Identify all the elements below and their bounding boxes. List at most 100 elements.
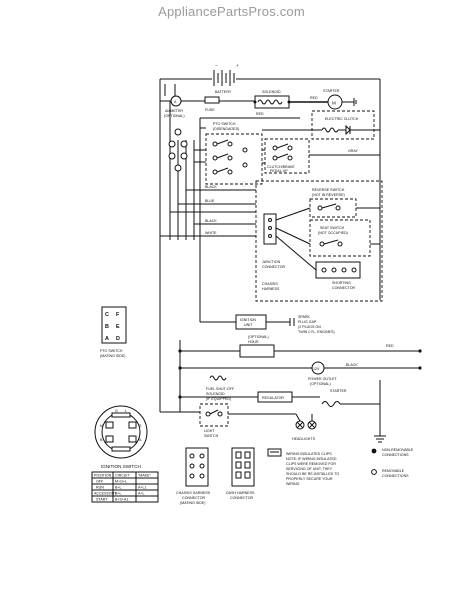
pto-pin-a: A xyxy=(105,336,109,342)
wire-label-red-2: RED xyxy=(310,96,318,100)
pto-switch: PTO SWITCH (DISENGAGED) xyxy=(205,122,263,185)
ign-table-cell: M+G+L xyxy=(115,480,127,484)
wire-label-black: BLACK xyxy=(205,185,217,189)
note-line: SHOULD BE RE-INSTALLED TO xyxy=(286,472,339,476)
ignition-unit-label-2: UNIT xyxy=(244,323,253,327)
light-switch-label: LIGHT xyxy=(204,429,215,433)
starter-lower-label: STARTER xyxy=(330,389,347,393)
fuel-solenoid-label: FUEL SHUT-OFF xyxy=(206,387,235,391)
ign-table-cell: START xyxy=(96,498,108,502)
shorting-label: SHORTING xyxy=(332,281,351,285)
ignition-switch-caption: IGNITION SWITCH xyxy=(101,464,141,469)
wire-label-black-3: BLACK xyxy=(346,363,358,367)
dash-harness-connector: DASH HARNESS CONNECTOR xyxy=(226,447,255,500)
starter: STARTER M xyxy=(289,89,357,110)
battery-plus-label: + xyxy=(236,63,239,68)
battery-label: BATTERY xyxy=(215,90,232,94)
solenoid: SOLENOID xyxy=(253,90,291,109)
starter-label: STARTER xyxy=(323,89,340,93)
ign-table-cell: A+L1 xyxy=(138,486,147,490)
fuse: FUSE xyxy=(204,96,220,112)
electric-clutch-label: ELECTRIC CLUTCH xyxy=(325,117,359,121)
spark-label-4: TWIN CYL. ENGINES) xyxy=(298,330,335,334)
ammeter-optional-label: (OPTIONAL) xyxy=(164,114,185,118)
note-line: SERVICING OF UNIT, THEY xyxy=(286,467,333,471)
ign-terminal-l: L xyxy=(125,409,127,413)
note-line: WIRING INSULATED CLIPS xyxy=(286,452,332,456)
headlights: HEADLIGHTS xyxy=(292,413,317,441)
ignition-unit: IGNITION UNIT SPARK PLUG GAP (2 PLUGS ON… xyxy=(235,314,335,334)
solenoid-label: SOLENOID xyxy=(262,90,281,94)
chassis-connector-caption-3: (MATING SIDE) xyxy=(180,501,206,505)
pto-pin-b: B xyxy=(105,324,109,330)
chassis-label: CHASSIS xyxy=(262,282,278,286)
ign-table-cell: A+L xyxy=(138,492,145,496)
chassis-connector-caption: CHASSIS HARNESS xyxy=(176,491,211,495)
power-outlet-optional-label: (OPTIONAL) xyxy=(310,382,331,386)
dash-connector-caption-2: CONNECTOR xyxy=(230,496,253,500)
ign-terminal-b: B xyxy=(100,438,103,442)
legend: NON-REMOVABLE CONNECTIONS REMOVABLE CONN… xyxy=(371,448,414,478)
hour-meter-optional-label: (OPTIONAL) xyxy=(248,335,269,339)
ignition-table: POSITION CIRCUIT "MAKE" OFF M+G+L RUN B+… xyxy=(91,471,159,503)
power-outlet: 12V POWER OUTLET (OPTIONAL) BLACK xyxy=(180,361,360,386)
wire-label-blue: BLUE xyxy=(205,199,215,203)
battery-minus-label: − xyxy=(215,63,218,68)
pto-caption-2: (MATING SIDE) xyxy=(100,354,126,358)
junction-label-2: CONNECTOR xyxy=(262,265,285,269)
ign-terminal-s: S xyxy=(139,424,142,428)
starter-lower: STARTER xyxy=(321,380,381,430)
fuel-solenoid-label-3: (IF EQUIPPED) xyxy=(206,397,231,401)
ign-table-cell: OFF xyxy=(96,480,104,484)
seat-switch-state-label: (NOT OCCUPIED) xyxy=(318,231,348,235)
wire-label-red: RED xyxy=(256,112,264,116)
power-outlet-label: POWER OUTLET xyxy=(308,377,338,381)
headlights-label: HEADLIGHTS xyxy=(292,437,316,441)
clutch-brake-label: CLUTCH/BRAKE xyxy=(267,165,295,169)
ign-terminal-g: G xyxy=(115,409,118,413)
ign-table-header-circuit: CIRCUIT xyxy=(115,474,130,478)
spark-label: SPARK xyxy=(298,315,311,319)
clutch-brake-label-2: PEDAL UP xyxy=(270,169,288,173)
light-switch: LIGHT SWITCH xyxy=(199,403,296,438)
voltage-symbol: 12V xyxy=(313,367,320,371)
spark-label-3: (2 PLUGS ON xyxy=(298,325,321,329)
wire-label-gray: GRAY xyxy=(348,149,359,153)
pto-pin-d: D xyxy=(116,336,120,342)
pto-switch-label: PTO SWITCH xyxy=(213,122,236,126)
ign-table-header-position: POSITION xyxy=(94,474,112,478)
pto-pin-f: F xyxy=(116,312,120,318)
chassis-connector-caption-2: CONNECTOR xyxy=(182,496,205,500)
reverse-switch-label: REVERSE SWITCH xyxy=(312,188,345,192)
clutch-brake-switch: CLUTCH/BRAKE PEDAL UP xyxy=(264,138,310,174)
watermark: AppliancePartsPros.com xyxy=(158,4,305,19)
chassis-harness-area: REVERSE SWITCH (NOT IN REVERSE) SEAT SWI… xyxy=(255,180,383,302)
ground-symbol xyxy=(374,430,386,443)
chassis-label-2: HARNESS xyxy=(262,287,280,291)
fuel-solenoid: FUEL SHUT-OFF SOLENOID (IF EQUIPPED) xyxy=(206,375,235,401)
shorting-label-2: CONNECTOR xyxy=(332,286,355,290)
spark-label-2: PLUG GAP xyxy=(298,320,317,324)
pto-caption: PTO SWITCH xyxy=(100,349,123,353)
hour-meter-label: HOUR xyxy=(248,340,259,344)
wire-label-white: WHITE xyxy=(205,231,217,235)
ign-table-cell: B+L xyxy=(115,492,122,496)
ammeter-label: AMMETER xyxy=(165,109,183,113)
hour-meter: (OPTIONAL) HOUR METER xyxy=(180,335,422,358)
chassis-harness-connector: CHASSIS HARNESS CONNECTOR (MATING SIDE) xyxy=(176,447,211,505)
dash-connector-caption: DASH HARNESS xyxy=(226,491,255,495)
regulator-label: REGULATOR xyxy=(262,396,284,400)
ign-terminal-a: A xyxy=(139,438,142,442)
battery-group: − + BATTERY xyxy=(160,63,246,94)
fuse-label: FUSE xyxy=(205,108,215,112)
pto-switch-state-label: (DISENGAGED) xyxy=(213,127,239,131)
legend-non-removable-2: CONNECTIONS xyxy=(382,453,409,457)
pto-pin-e: E xyxy=(116,324,120,330)
note-line: PROPERLY SECURE YOUR xyxy=(286,477,333,481)
ign-terminal-m: M xyxy=(100,424,103,428)
ignition-switch-diagram: G L M S B A IGNITION SWITCH xyxy=(94,405,148,469)
legend-removable-2: CONNECTIONS xyxy=(382,474,409,478)
wire-label-black-2: BLACK xyxy=(205,219,217,223)
ign-table-cell: ACCESSORY xyxy=(94,492,117,496)
